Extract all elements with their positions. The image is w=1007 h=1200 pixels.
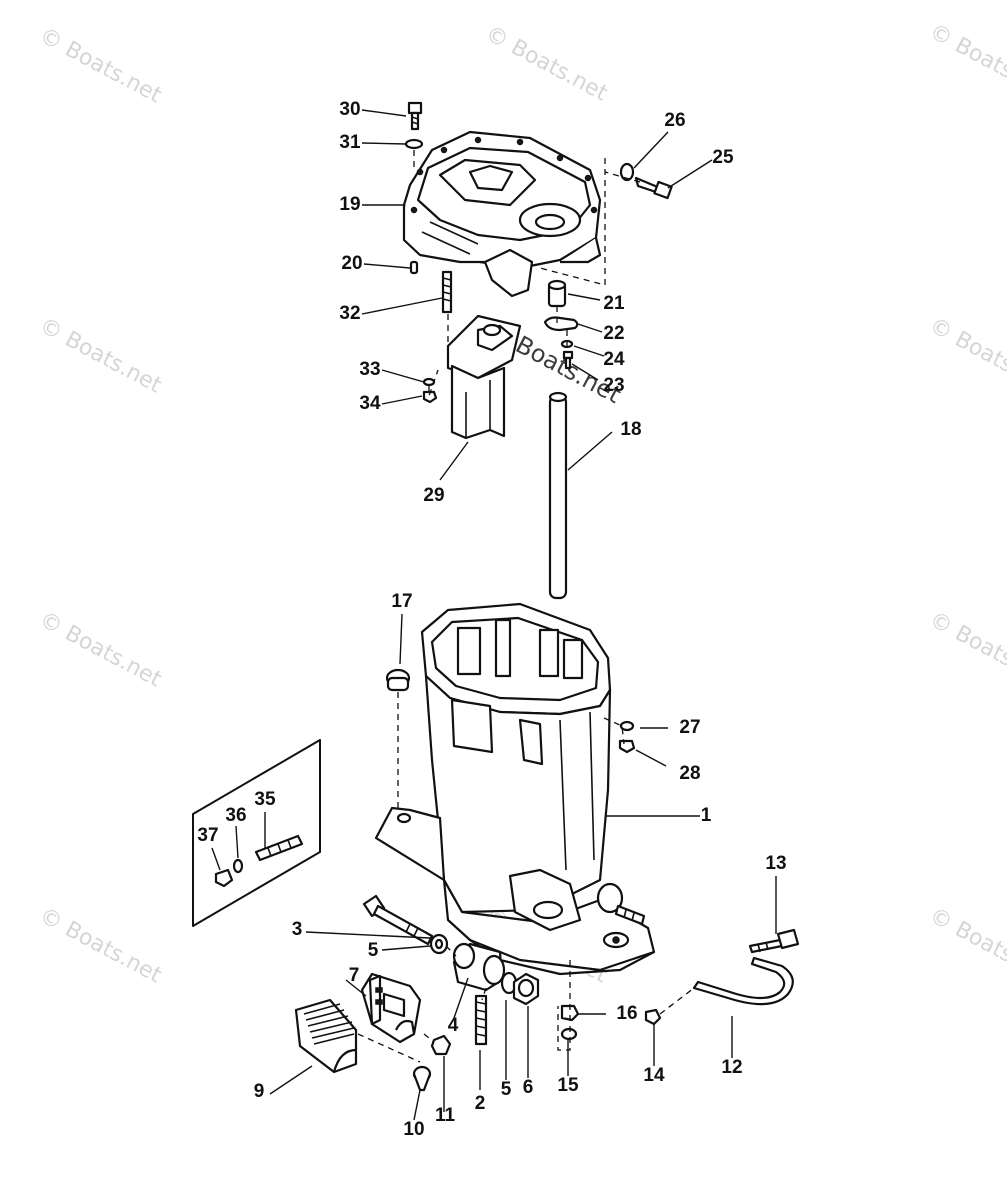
nut-28 bbox=[618, 739, 636, 754]
callout-21: 21 bbox=[603, 293, 625, 314]
screw-30 bbox=[407, 101, 423, 131]
strap-12 bbox=[692, 956, 794, 1006]
stud-35 bbox=[254, 834, 304, 862]
washer-36 bbox=[232, 858, 244, 874]
callout-35: 35 bbox=[254, 789, 276, 810]
callout-29: 29 bbox=[423, 485, 444, 506]
callout-32: 32 bbox=[339, 303, 360, 324]
washer-5a-hole bbox=[434, 938, 444, 950]
callout-14: 14 bbox=[643, 1065, 665, 1086]
callout-18: 18 bbox=[620, 419, 641, 440]
watermark: © Boats.net bbox=[925, 903, 1007, 988]
callout-labels: 1 2 3 4 5 5 6 7 9 10 11 12 13 14 15 16 1… bbox=[197, 99, 786, 1140]
cover-9 bbox=[294, 998, 358, 1074]
callout-30: 30 bbox=[339, 99, 360, 120]
callout-20: 20 bbox=[341, 253, 362, 274]
nut-16 bbox=[560, 1004, 580, 1022]
adapter-plate bbox=[402, 130, 602, 298]
watermark: © Boats.net bbox=[35, 607, 166, 692]
callout-6: 6 bbox=[523, 1077, 534, 1098]
callout-28: 28 bbox=[679, 763, 700, 784]
callout-16: 16 bbox=[616, 1003, 637, 1024]
watermark: © Boats.net bbox=[35, 313, 166, 398]
retainer-22 bbox=[543, 316, 579, 332]
callout-5b: 5 bbox=[501, 1079, 512, 1100]
callout-3: 3 bbox=[292, 919, 303, 940]
watermark: © Boats.net bbox=[35, 903, 166, 988]
watermark: © Boats.net bbox=[925, 607, 1007, 692]
callout-22: 22 bbox=[603, 323, 624, 344]
screw-23 bbox=[562, 350, 574, 370]
bolt-3 bbox=[362, 894, 434, 946]
leader-lines bbox=[211, 109, 777, 1121]
callout-33: 33 bbox=[359, 359, 380, 380]
callout-12: 12 bbox=[721, 1057, 742, 1078]
screw-25 bbox=[634, 176, 673, 200]
driveshaft-housing-1 bbox=[374, 602, 656, 976]
nut-14 bbox=[644, 1008, 662, 1026]
callout-10: 10 bbox=[403, 1119, 424, 1140]
callout-25: 25 bbox=[712, 147, 734, 168]
nut-6 bbox=[512, 972, 540, 1006]
watermark: © Boats.net bbox=[925, 313, 1007, 398]
watermark: © Boats.net bbox=[481, 21, 612, 106]
washer-15 bbox=[560, 1027, 578, 1041]
washer-27 bbox=[619, 720, 635, 732]
callout-2: 2 bbox=[475, 1093, 486, 1114]
callout-11: 11 bbox=[435, 1105, 456, 1126]
exhaust-tube-29 bbox=[446, 314, 522, 440]
plug-17 bbox=[385, 668, 411, 692]
dowel-pin-20 bbox=[409, 260, 419, 275]
rubber-mount-4 bbox=[452, 942, 506, 992]
callout-17: 17 bbox=[391, 591, 412, 612]
nut-11 bbox=[430, 1034, 452, 1056]
callout-27: 27 bbox=[679, 717, 700, 738]
water-tube-18 bbox=[548, 391, 568, 600]
callout-19: 19 bbox=[339, 194, 360, 215]
bushing-21 bbox=[547, 279, 567, 308]
nut-37 bbox=[214, 868, 234, 888]
washer-26 bbox=[619, 162, 635, 182]
callout-34: 34 bbox=[359, 393, 381, 414]
screw-13 bbox=[748, 928, 800, 954]
washer-31 bbox=[404, 138, 424, 150]
nut-34 bbox=[422, 390, 438, 404]
mount-bracket-7 bbox=[360, 972, 422, 1044]
callout-9: 9 bbox=[254, 1081, 265, 1102]
callout-36: 36 bbox=[225, 805, 246, 826]
callout-5a: 5 bbox=[368, 940, 379, 961]
screw-10 bbox=[412, 1065, 432, 1092]
assembly-lines bbox=[357, 150, 695, 1063]
watermark: © Boats.net bbox=[925, 19, 1007, 104]
callout-23: 23 bbox=[603, 375, 624, 396]
callout-15: 15 bbox=[557, 1075, 579, 1096]
callout-24: 24 bbox=[603, 349, 625, 370]
inset-detail-box bbox=[192, 739, 321, 927]
watermark: © Boats.net bbox=[35, 23, 166, 108]
stud-2 bbox=[474, 994, 488, 1046]
callout-4: 4 bbox=[448, 1015, 459, 1036]
callout-26: 26 bbox=[664, 110, 685, 131]
callout-7: 7 bbox=[349, 965, 360, 986]
stud-32 bbox=[441, 270, 453, 314]
callout-1: 1 bbox=[701, 805, 712, 826]
callout-37: 37 bbox=[197, 825, 218, 846]
callout-31: 31 bbox=[339, 132, 361, 153]
callout-13: 13 bbox=[765, 853, 786, 874]
